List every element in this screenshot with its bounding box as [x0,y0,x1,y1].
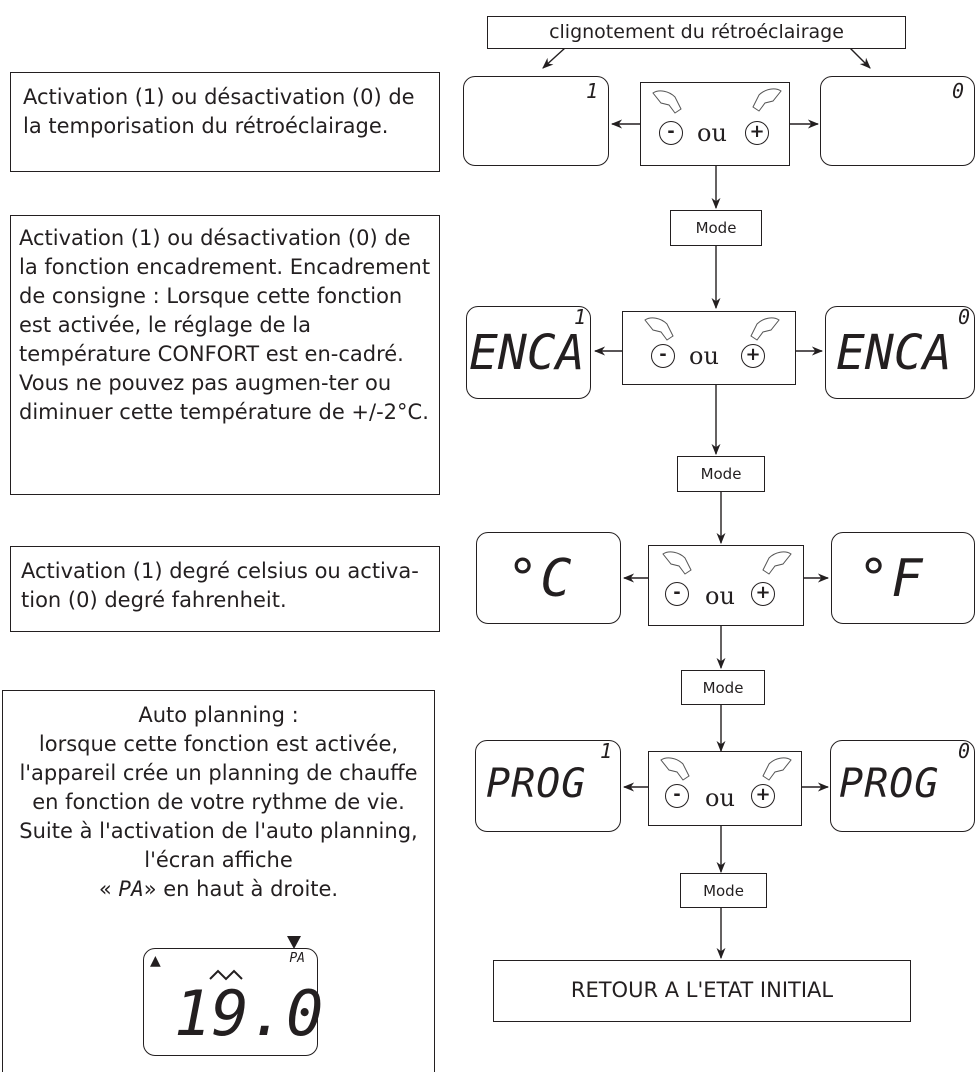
plus-button[interactable]: + [741,344,765,368]
row4-right-corner: 0 [957,739,970,763]
row4-left-screen: PROG 1 [475,739,621,832]
row4-button-pad: - ou + [648,751,802,826]
row3-left-display: °C [507,549,574,609]
row2-right-corner: 0 [957,305,970,329]
backlight-blink-label: clignotement du rétroéclairage [487,16,906,49]
example-temperature: 19.0 [174,977,324,1050]
pointer-down-icon [287,936,301,949]
plus-button[interactable]: + [745,121,769,145]
minus-button[interactable]: - [665,784,689,808]
units-description-box: Activation (1) degré celsius ou activa-t… [10,546,440,632]
hand-pressing-plus-icon [762,551,792,575]
ou-text: ou [705,582,735,610]
hand-pressing-plus-icon [750,317,780,341]
hand-pressing-minus-icon [662,551,692,575]
mode-button-2[interactable]: Mode [677,456,765,492]
encadrement-description-box: Activation (1) ou désactivation (0) de l… [10,215,440,495]
example-lcd-screen: ▲ PA 19.0 [143,948,323,1056]
row2-left-screen: ENCA 1 [466,305,591,399]
units-description: Activation (1) degré celsius ou activa-t… [21,559,419,612]
row1-left-screen: 1 [463,76,609,166]
example-triangle-icon: ▲ [150,953,161,969]
minus-button[interactable]: - [651,344,675,368]
row2-right-screen: ENCA 0 [825,305,975,399]
auto-code: PA [118,877,144,901]
row3-left-screen: °C [476,532,621,624]
mode-button-1[interactable]: Mode [670,210,762,246]
hand-pressing-minus-icon [644,317,674,341]
mode-button-3[interactable]: Mode [681,670,765,705]
hand-pressing-minus-icon [652,90,682,114]
plus-button[interactable]: + [751,784,775,808]
auto-planning-title: Auto planning : [138,703,299,727]
row1-button-pad: - ou + [640,82,790,166]
ou-text: ou [697,119,727,147]
auto-planning-suffix-line: « PA» en haut à droite. [7,875,430,904]
row4-right-screen: PROG 0 [830,739,975,832]
encadrement-description: Activation (1) ou désactivation (0) de l… [19,226,431,424]
auto-planning-description-box: Auto planning : lorsque cette fonction e… [2,690,435,1072]
example-code: PA [289,951,305,966]
row2-right-display: ENCA [836,325,952,381]
auto-planning-text: lorsque cette fonction est activée, l'ap… [19,732,418,872]
mode-button-4[interactable]: Mode [680,873,767,908]
ou-text: ou [705,784,735,812]
row4-right-display: PROG [839,761,940,807]
minus-button[interactable]: - [659,121,683,145]
hand-pressing-plus-icon [762,757,792,781]
heat-wave-icon [209,969,243,981]
backlight-description: Activation (1) ou désactivation (0) de l… [23,85,415,138]
auto-quote-open: « [98,877,112,901]
row4-left-corner: 1 [599,739,612,763]
row3-right-display: °F [858,549,925,609]
backlight-blink-text: clignotement du rétroéclairage [549,21,844,43]
plus-button[interactable]: + [751,582,775,606]
row1-right-corner: 0 [951,79,964,103]
return-initial-state-text: RETOUR A L'ETAT INITIAL [570,978,834,1002]
row3-button-pad: - ou + [648,545,804,626]
row2-left-corner: 1 [573,305,586,329]
hand-pressing-plus-icon [752,88,782,112]
row2-button-pad: - ou + [622,311,796,385]
row1-right-screen: 0 [820,76,975,166]
backlight-description-box: Activation (1) ou désactivation (0) de l… [10,72,440,172]
ou-text: ou [689,342,719,370]
minus-button[interactable]: - [665,582,689,606]
row3-right-screen: °F [831,532,975,624]
row1-left-corner: 1 [585,79,598,103]
row4-left-display: PROG [486,761,587,807]
auto-suffix: » en haut à droite. [143,877,339,901]
row2-left-display: ENCA [469,325,585,381]
hand-pressing-minus-icon [660,757,690,781]
return-initial-state-box: RETOUR A L'ETAT INITIAL [493,960,911,1022]
